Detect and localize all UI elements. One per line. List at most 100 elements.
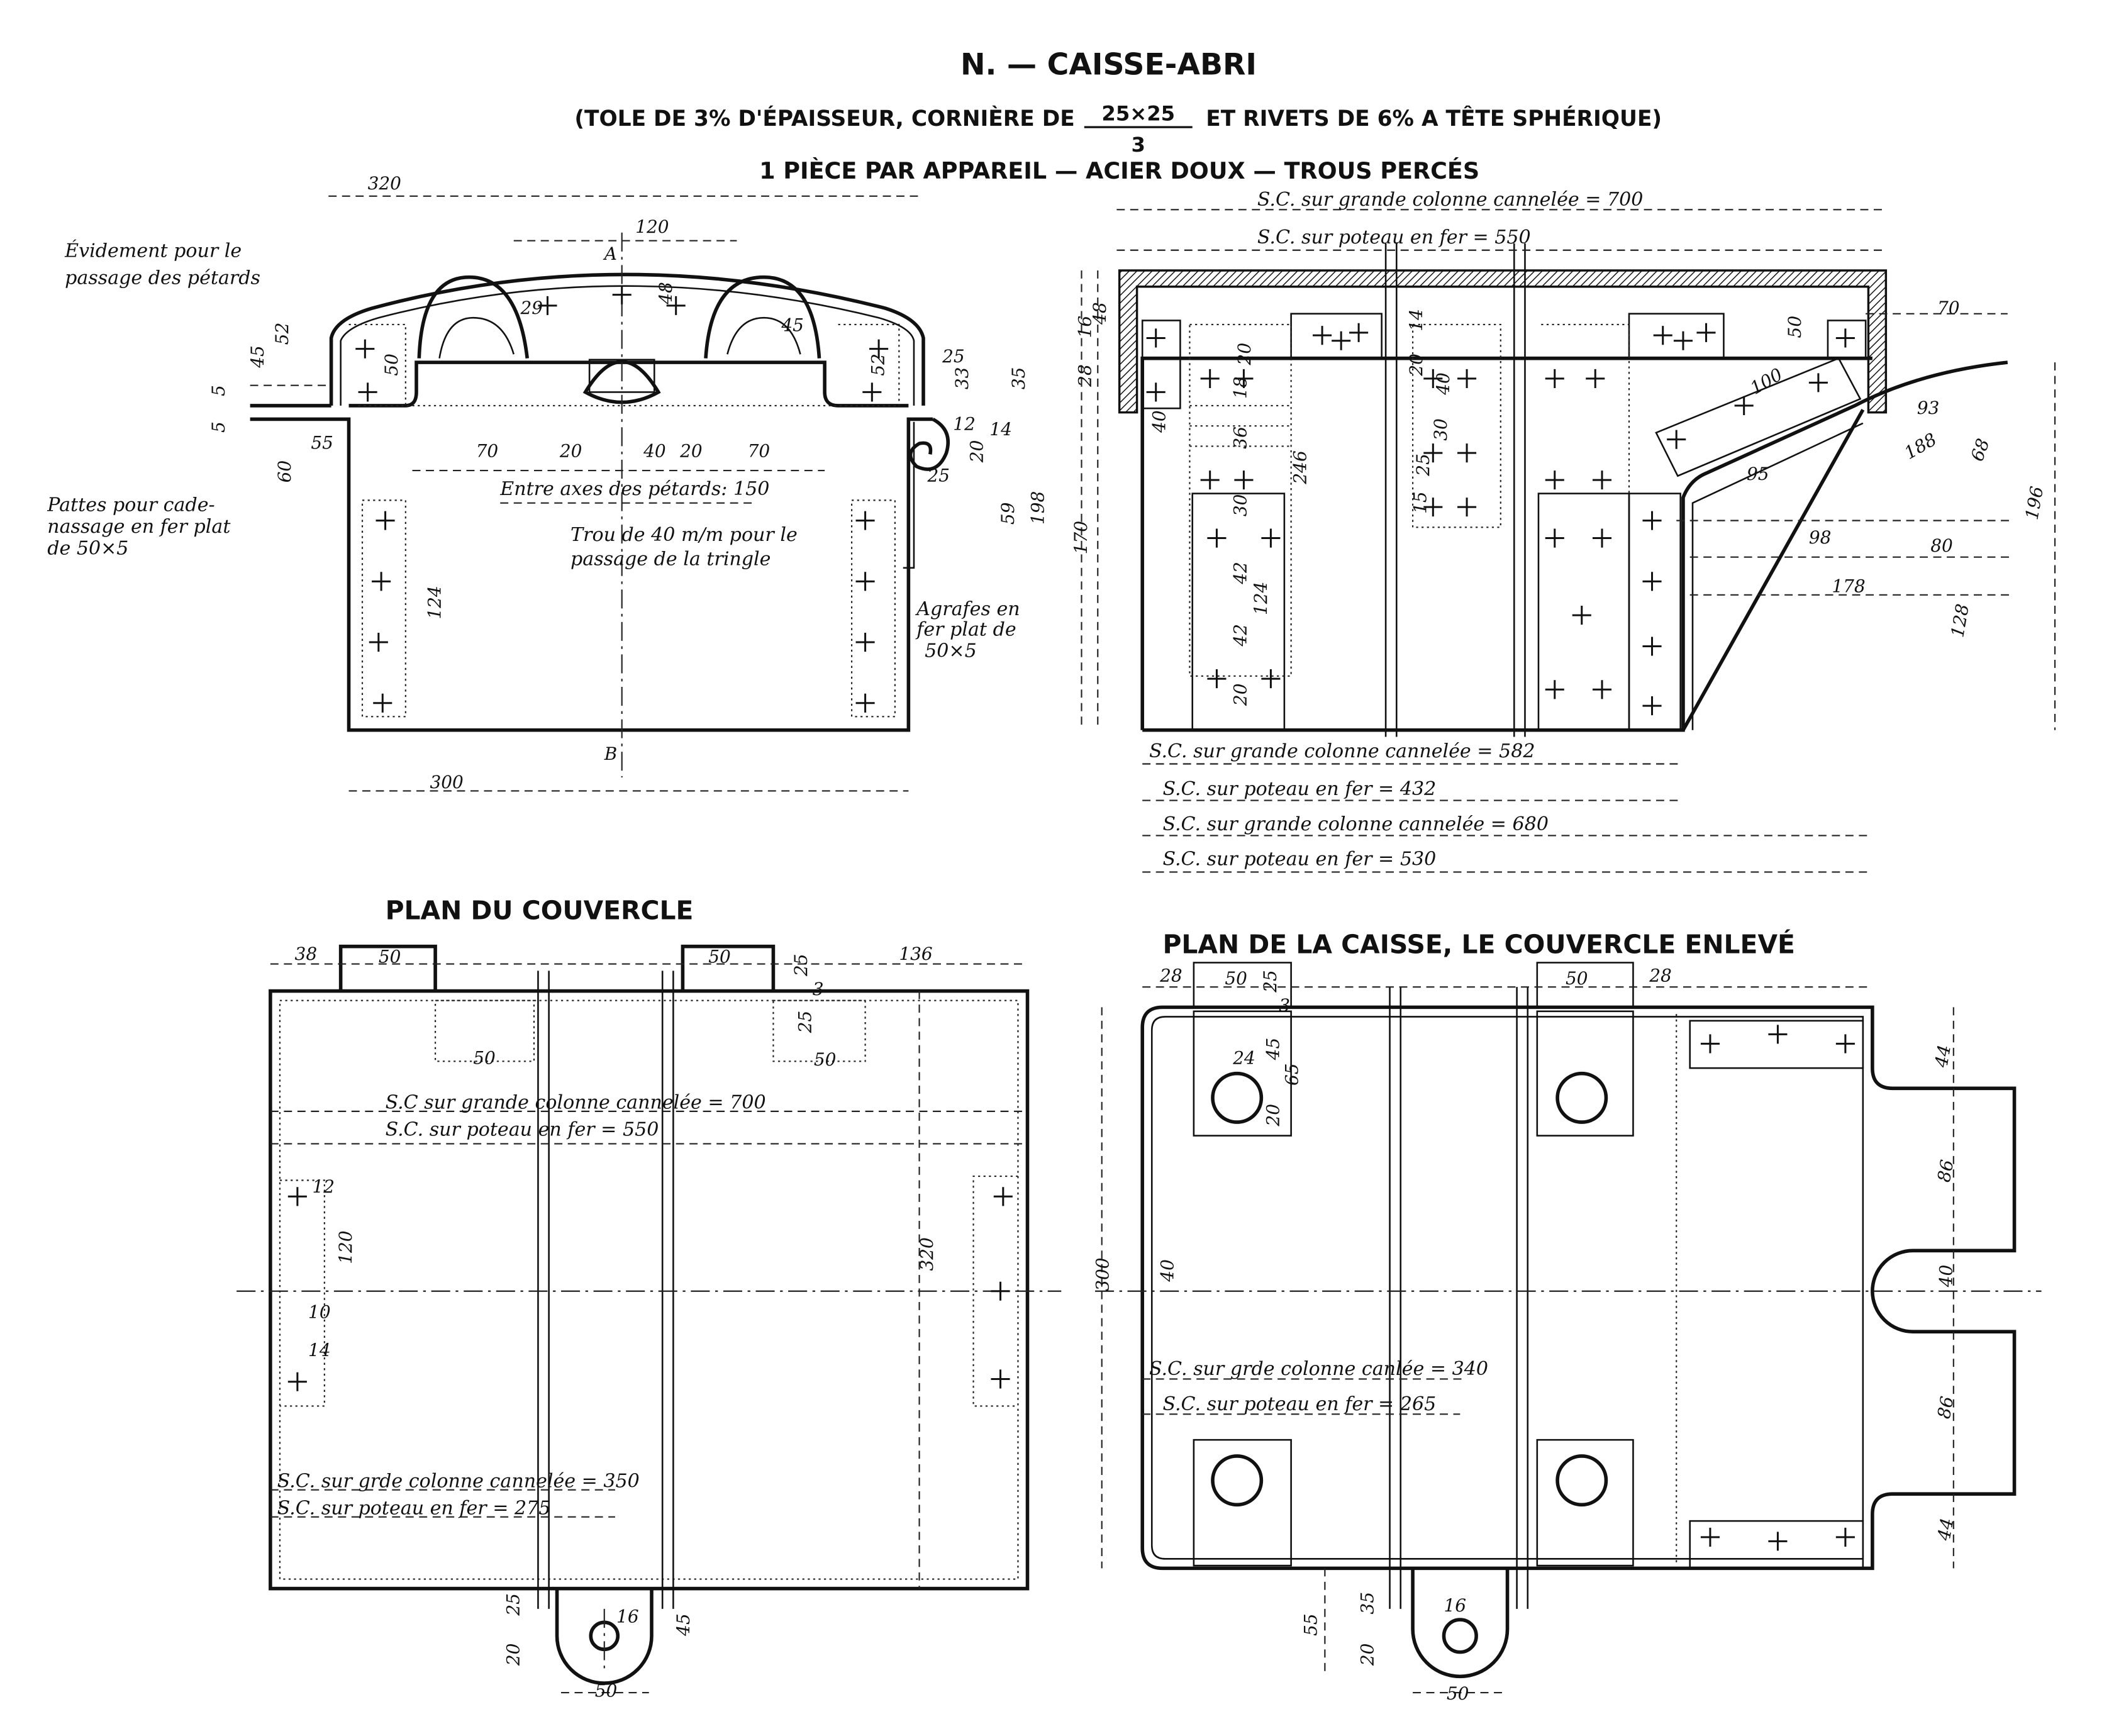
- dimension-value: 24: [1232, 1048, 1255, 1069]
- annotation-text: S.C sur grande colonne cannelée = 700: [386, 1092, 766, 1114]
- dimension-value: 60: [274, 460, 295, 483]
- rivet-cross-icon: [1572, 606, 1591, 625]
- dimension-value: 25: [927, 465, 950, 486]
- drawing-title: N. — CAISSE-ABRI: [960, 47, 1257, 82]
- dimension-value: 95: [1747, 464, 1769, 484]
- dimension-value: 98: [1809, 527, 1832, 548]
- dimension-value: 29: [520, 298, 543, 318]
- annotation-text: S.C. sur grande colonne cannelée = 582: [1149, 740, 1535, 762]
- subtitle-right: ET RIVETS DE 6% A TÊTE SPHÉRIQUE): [1206, 106, 1662, 131]
- rivet-cross-icon: [1146, 328, 1166, 348]
- rivet-cross-icon: [1642, 696, 1662, 716]
- dimension-value: 30: [1230, 494, 1251, 517]
- dimension-value: 36: [1230, 426, 1251, 449]
- dimension-value: 136: [899, 943, 932, 964]
- dimension-value: 28: [1649, 965, 1672, 986]
- dimension-value: 93: [1917, 398, 1940, 418]
- dimension-value: 48: [655, 282, 676, 305]
- dimension-value: 35: [1357, 1592, 1378, 1615]
- dimension-value: 170: [1071, 521, 1091, 554]
- dimension-value: 20: [559, 441, 582, 462]
- rivet-cross-icon: [1808, 373, 1828, 392]
- dimension-value: 70: [1937, 298, 1960, 318]
- annotation-text: fer plat de: [915, 618, 1016, 640]
- rivet-cross-icon: [1768, 1025, 1788, 1044]
- dimension-value: 20: [503, 1644, 523, 1667]
- dimension-value: 65: [1281, 1063, 1302, 1086]
- dimension-value: 25: [942, 346, 965, 367]
- rivet-cross-icon: [1586, 369, 1605, 388]
- dimension-value: 55: [1300, 1613, 1321, 1636]
- box-plan-view: PLAN DE LA CAISSE, LE COUVERCLE ENLEVÉ: [1094, 929, 2042, 1679]
- dimension-value: 20: [679, 441, 703, 462]
- annotation-text: passage de la tringle: [570, 548, 771, 570]
- dimension-value: 16: [616, 1606, 639, 1627]
- dimension-value: 50: [1225, 968, 1247, 989]
- dimension-value: 12: [313, 1176, 335, 1197]
- rivet-cross-icon: [1200, 369, 1220, 388]
- dimension-value: 128: [1947, 603, 1973, 639]
- rivet-cross-icon: [993, 1187, 1013, 1206]
- rivet-cross-icon: [1313, 326, 1332, 345]
- dimension-value: 120: [335, 1230, 356, 1264]
- annotation-text: Trou de 40 m/m pour le: [570, 524, 798, 546]
- dimension-value: 33: [952, 367, 972, 390]
- dimension-value: 5: [208, 421, 229, 433]
- dimension-value: 188: [1901, 429, 1940, 464]
- dimension-value: 20: [1406, 353, 1427, 377]
- rivet-cross-icon: [1423, 443, 1443, 463]
- dimension-value: 25: [503, 1593, 523, 1616]
- dimension-value: 196: [2021, 485, 2047, 521]
- dimension-value: 14: [308, 1340, 331, 1360]
- dimension-value: 52: [868, 353, 889, 376]
- subtitle-left: (TOLE DE 3% D'ÉPAISSEUR, CORNIÈRE DE: [574, 106, 1074, 131]
- rivet-cross-icon: [1696, 323, 1716, 342]
- rivet-cross-icon: [1653, 326, 1672, 345]
- dimension-value: 50: [1447, 1683, 1469, 1704]
- annotation-text: S.C. sur grande colonne cannelée = 680: [1162, 813, 1549, 835]
- rivet-cross-icon: [855, 572, 875, 591]
- dimension-value: 12: [953, 414, 976, 435]
- rivet-cross-icon: [1667, 430, 1686, 449]
- dimension-value: 50: [379, 946, 401, 967]
- rivet-cross-icon: [1349, 323, 1369, 342]
- dimension-value: 50: [381, 353, 402, 376]
- dimension-value: 124: [425, 586, 445, 619]
- dimension-value: 48: [1089, 302, 1110, 325]
- rivet-cross-icon: [1234, 470, 1254, 490]
- rivet-cross-icon: [1457, 498, 1477, 517]
- rivet-cross-icon: [1835, 1527, 1855, 1547]
- dimension-value: 120: [635, 216, 669, 237]
- dimension-value: 14: [989, 419, 1012, 440]
- rivet-cross-icon: [287, 1187, 307, 1206]
- rivet-cross-icon: [1234, 369, 1254, 388]
- fraction-numerator: 25×25: [1101, 101, 1175, 125]
- dimension-value: 50: [1784, 316, 1805, 338]
- dimension-value: 20: [1230, 684, 1251, 707]
- dimension-value: 5: [208, 385, 229, 396]
- rivet-cross-icon: [1592, 470, 1612, 490]
- rivet-cross-icon: [612, 285, 632, 304]
- annotation-text: Agrafes en: [915, 598, 1020, 620]
- annotation-text: de 50×5: [47, 537, 128, 559]
- annotation-text: S.C. sur poteau en fer = 265: [1162, 1393, 1436, 1415]
- dimension-value: 198: [1027, 491, 1048, 525]
- dimension-value: 70: [748, 441, 771, 462]
- dimension-value: 28: [1159, 965, 1182, 986]
- rivet-cross-icon: [1592, 680, 1612, 699]
- dimension-value: 42: [1230, 562, 1251, 585]
- rivet-cross-icon: [855, 511, 875, 530]
- annotation-text: S.C. sur poteau en fer = 550: [1257, 226, 1531, 248]
- rivet-marks: [287, 285, 1855, 1551]
- rivet-cross-icon: [1423, 369, 1443, 388]
- annotation-text: Évidement pour le: [64, 239, 242, 262]
- dimension-value: 86: [1934, 1158, 1958, 1184]
- fraction-denominator: 3: [1132, 133, 1145, 157]
- dimension-value: 40: [1157, 1259, 1178, 1283]
- dimension-value: 320: [368, 173, 401, 194]
- rivet-cross-icon: [1642, 637, 1662, 656]
- front-section-view: [250, 232, 950, 777]
- rivet-cross-icon: [991, 1281, 1010, 1301]
